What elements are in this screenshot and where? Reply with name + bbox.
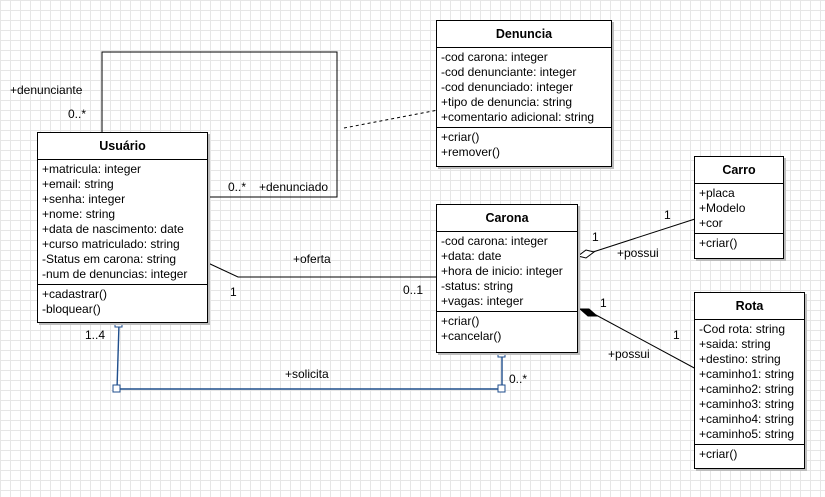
class-usuario-attributes: +matricula: integer +email: string +senh… [38, 160, 207, 284]
class-carona[interactable]: Carona -cod carona: integer +data: date … [436, 204, 578, 353]
attribute: -cod carona: integer [441, 50, 548, 64]
attribute: +nome: string [42, 207, 116, 221]
rota-composition-line[interactable] [595, 314, 699, 371]
solicita-role-label: +solicita [285, 367, 329, 381]
attribute: +data: date [441, 249, 502, 263]
attribute: +destino: string [699, 352, 781, 366]
class-carona-methods: +criar() +cancelar() [437, 311, 577, 346]
attribute: +caminho2: string [699, 382, 795, 396]
attribute: +caminho3: string [699, 397, 795, 411]
carro-aggregation-line[interactable] [592, 217, 699, 253]
attribute: -cod denunciante: integer [441, 65, 577, 79]
attribute: -cod carona: integer [441, 234, 548, 248]
attribute: +email: string [42, 177, 114, 191]
denuncia-association-class-link[interactable] [343, 109, 439, 129]
class-rota-methods: +criar() [695, 444, 804, 464]
method: +remover() [441, 145, 501, 159]
solicita-association-line[interactable] [116, 323, 503, 390]
attribute: +caminho5: string [699, 427, 795, 441]
oferta-multiplicity-carona: 0..1 [403, 283, 424, 297]
class-denuncia-name: Denuncia [437, 21, 611, 48]
composition-diamond [578, 308, 599, 317]
method: +cadastrar() [42, 287, 108, 301]
attribute: -Cod rota: string [699, 322, 786, 336]
class-carro-methods: +criar() [695, 233, 783, 253]
oferta-association-line[interactable] [207, 262, 438, 278]
attribute: +matricula: integer [42, 162, 142, 176]
attribute: +data de nascimento: date [42, 222, 184, 236]
attribute: -cod denunciado: integer [441, 80, 574, 94]
attribute: -status: string [441, 279, 514, 293]
class-carro[interactable]: Carro +placa +Modelo +cor +criar() [694, 156, 784, 259]
method: +cancelar() [441, 329, 502, 343]
attribute: -Status em carona: string [42, 252, 177, 266]
rota-multiplicity-rota: 1 [673, 328, 680, 342]
attribute: +comentario adicional: string [441, 110, 595, 124]
denunciante-multiplicity: 0..* [68, 107, 87, 121]
attribute: +cor [699, 216, 723, 230]
attribute: +vagas: integer [441, 294, 524, 308]
class-carro-name: Carro [695, 157, 783, 184]
solicita-multiplicity-usuario: 1..4 [85, 328, 106, 342]
oferta-multiplicity-usuario: 1 [230, 285, 237, 299]
attribute: +curso matriculado: string [42, 237, 180, 251]
denunciado-multiplicity: 0..* [228, 180, 247, 194]
connector-handle[interactable] [497, 384, 506, 393]
oferta-role-label: +oferta [293, 252, 331, 266]
attribute: +tipo de denuncia: string [441, 95, 573, 109]
class-denuncia-methods: +criar() +remover() [437, 127, 611, 162]
class-usuario-methods: +cadastrar() -bloquear() [38, 284, 207, 319]
method: -bloquear() [42, 302, 101, 316]
method: +criar() [699, 447, 738, 461]
method: +criar() [699, 236, 738, 250]
class-carro-attributes: +placa +Modelo +cor [695, 184, 783, 233]
attribute: +senha: integer [42, 192, 126, 206]
attribute: +placa [699, 186, 735, 200]
solicita-multiplicity-carona: 0..* [509, 372, 528, 386]
carro-multiplicity-carona: 1 [592, 230, 599, 244]
attribute: +hora de inicio: integer [441, 264, 563, 278]
carro-role-label: +possui [617, 246, 659, 260]
denunciado-role-label: +denunciado [259, 180, 329, 194]
method: +criar() [441, 130, 480, 144]
attribute: +saida: string [699, 337, 771, 351]
method: +criar() [441, 314, 480, 328]
class-rota-attributes: -Cod rota: string +saida: string +destin… [695, 320, 804, 444]
class-denuncia-attributes: -cod carona: integer -cod denunciante: i… [437, 48, 611, 127]
attribute: +caminho1: string [699, 367, 795, 381]
attribute: +caminho4: string [699, 412, 795, 426]
class-rota[interactable]: Rota -Cod rota: string +saida: string +d… [694, 292, 805, 469]
aggregation-diamond [576, 249, 596, 259]
class-usuario[interactable]: Usuário +matricula: integer +email: stri… [37, 132, 208, 323]
connector-handle[interactable] [112, 384, 121, 393]
class-denuncia[interactable]: Denuncia -cod carona: integer -cod denun… [436, 20, 612, 167]
class-carona-name: Carona [437, 205, 577, 232]
denunciante-role-label: +denunciante [10, 83, 83, 97]
attribute: -num de denuncias: integer [42, 267, 188, 281]
rota-multiplicity-carona: 1 [600, 296, 607, 310]
carro-multiplicity-carro: 1 [664, 208, 671, 222]
class-rota-name: Rota [695, 293, 804, 320]
class-carona-attributes: -cod carona: integer +data: date +hora d… [437, 232, 577, 311]
class-usuario-name: Usuário [38, 133, 207, 160]
denuncia-self-association-line[interactable] [101, 51, 338, 198]
rota-role-label: +possui [608, 347, 650, 361]
attribute: +Modelo [699, 201, 746, 215]
